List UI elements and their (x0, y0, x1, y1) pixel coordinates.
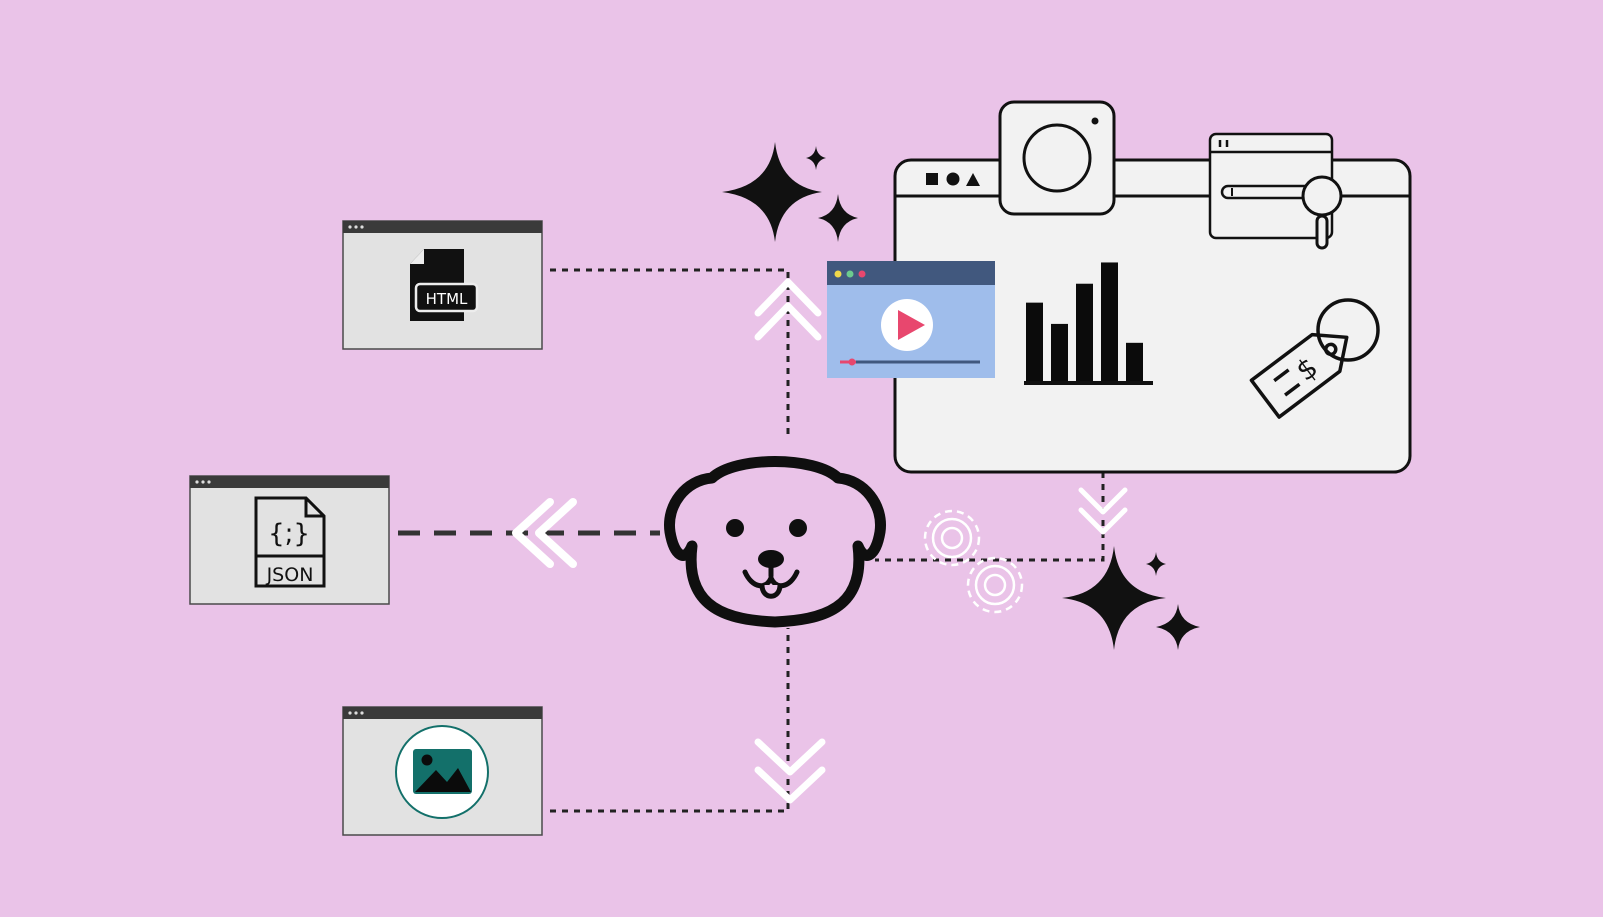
search-window (1208, 132, 1334, 240)
connector-chart (875, 388, 1105, 562)
chevron-arrow-icon-left (512, 498, 577, 568)
sparkle-icon (722, 142, 1200, 650)
html-file-icon: HTML (410, 249, 479, 321)
html-label: HTML (426, 290, 468, 308)
chart-bar (1101, 262, 1118, 383)
chevron-arrow-icon-down-small (1078, 487, 1128, 535)
camera-icon (998, 100, 1116, 216)
chart-bar (1051, 323, 1068, 383)
json-window: {;} JSON (189, 475, 390, 605)
json-file-icon (254, 496, 326, 588)
json-glyph: {;} (268, 519, 310, 549)
chart-bar (1126, 342, 1143, 383)
image-icon (395, 725, 489, 819)
html-window: HTML (342, 220, 543, 350)
chart-bar (1026, 302, 1043, 383)
gears-icon (923, 509, 1024, 614)
magnifier-icon (1301, 175, 1343, 250)
connector-image (550, 628, 790, 813)
video-player-icon (827, 261, 995, 378)
dog-face-icon (664, 456, 886, 628)
chevron-arrow-icon-down (754, 738, 826, 804)
bar-chart-icon (1024, 262, 1153, 385)
json-label: JSON (266, 564, 314, 586)
connector-html (550, 268, 790, 440)
chart-bar (1076, 283, 1093, 383)
connectors (550, 268, 1105, 813)
tag-string-loop (1316, 298, 1380, 362)
chevron-arrow-icon-up (754, 278, 822, 341)
chart-bars (1026, 262, 1143, 383)
image-window (342, 706, 543, 836)
